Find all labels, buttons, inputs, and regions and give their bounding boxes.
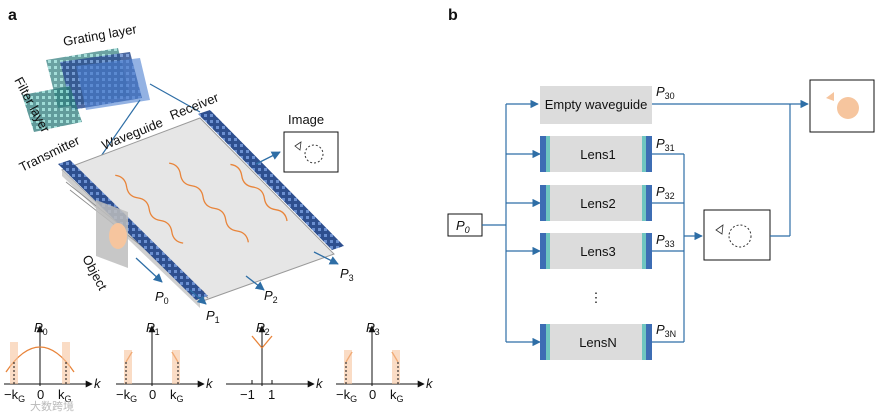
- empty-waveguide-label: Empty waveguide: [545, 97, 648, 112]
- tick-label-kg: kG: [170, 387, 184, 404]
- reconstructed-circle-icon: [304, 144, 324, 164]
- empty-waveguide-box: [540, 86, 652, 124]
- b-output-label-3: P33: [656, 232, 675, 249]
- spectrum-title-1: P1: [146, 320, 160, 337]
- tick-label-neg-kg: −kG: [4, 387, 25, 404]
- k-axis-label-2: k: [316, 376, 324, 391]
- tick-label-zero: 0: [369, 387, 376, 402]
- target-triangle-icon: [826, 92, 834, 101]
- svg-text:P0: P0: [155, 289, 169, 306]
- k-axis-label-3: k: [426, 376, 434, 391]
- output-p3: P3: [340, 266, 354, 283]
- tick-label-kg: kG: [390, 387, 404, 404]
- tick-label-neg-kg: −kG: [336, 387, 357, 404]
- panel-a-label: a: [8, 7, 17, 24]
- combined-image-box: [703, 209, 771, 261]
- spectrum-title-2: P2: [256, 320, 270, 337]
- lens-label: Lens3: [580, 244, 615, 259]
- spectrum-title-3: P3: [366, 320, 380, 337]
- object-plate: [96, 200, 128, 268]
- spectrum-2: P2 k −1 1: [226, 320, 324, 402]
- lens-4: LensN: [540, 324, 652, 360]
- target-image-box: [809, 79, 875, 133]
- b-output-label-4: P3N: [656, 322, 676, 339]
- target-circle-icon: [837, 97, 859, 119]
- combined-circle-icon: [728, 224, 752, 248]
- b-output-label-1: P31: [656, 136, 675, 153]
- lens-label: Lens1: [580, 147, 615, 162]
- k-axis-label-0: k: [94, 376, 102, 391]
- image-box: [283, 131, 339, 173]
- tick-label-zero: 0: [149, 387, 156, 402]
- tick-label-kg: kG: [58, 387, 72, 404]
- b-output-label-2: P32: [656, 184, 675, 201]
- lens-label: Lens2: [580, 196, 615, 211]
- combined-triangle-icon: [715, 224, 724, 235]
- svg-text:P3: P3: [340, 266, 354, 283]
- image-label: Image: [288, 112, 324, 127]
- output-p0: P0: [155, 289, 169, 306]
- spectra-row: P0 k −kG 0 kG P1 k −kG 0 kG P2 k −1 1 P3 k −kG 0 kG: [4, 320, 434, 404]
- reconstructed-triangle-icon: [294, 141, 302, 151]
- spectrum-0: P0 k −kG 0 kG: [4, 320, 102, 404]
- tick-label: 1: [268, 387, 275, 402]
- b-output-label-0: P30: [656, 84, 675, 101]
- svg-text:P1: P1: [206, 308, 220, 325]
- watermark: 大数跨境: [30, 399, 74, 413]
- svg-text:P2: P2: [264, 288, 278, 305]
- spectrum-1: P1 k −kG 0 kG: [116, 320, 214, 404]
- filter-layer-stack: [22, 86, 82, 132]
- lens-ellipsis: ⋮: [590, 290, 603, 305]
- lens-2: Lens2: [540, 185, 652, 221]
- output-p2: P2: [264, 288, 278, 305]
- input-p0-label: P0: [456, 218, 470, 235]
- lens-3: Lens3: [540, 233, 652, 269]
- tick-label-zero: 0: [37, 387, 44, 402]
- tick-label: −1: [240, 387, 255, 402]
- output-p1: P1: [206, 308, 220, 325]
- tick-label-neg-kg: −kG: [116, 387, 137, 404]
- k-axis-label-1: k: [206, 376, 214, 391]
- grating-layer-label: Grating layer: [62, 21, 139, 49]
- lens-label: LensN: [579, 335, 617, 350]
- panel-b-label: b: [448, 7, 458, 24]
- spectrum-title-0: P0: [34, 320, 48, 337]
- spectrum-3: P3 k −kG 0 kG: [336, 320, 434, 404]
- lens-1: Lens1: [540, 136, 652, 172]
